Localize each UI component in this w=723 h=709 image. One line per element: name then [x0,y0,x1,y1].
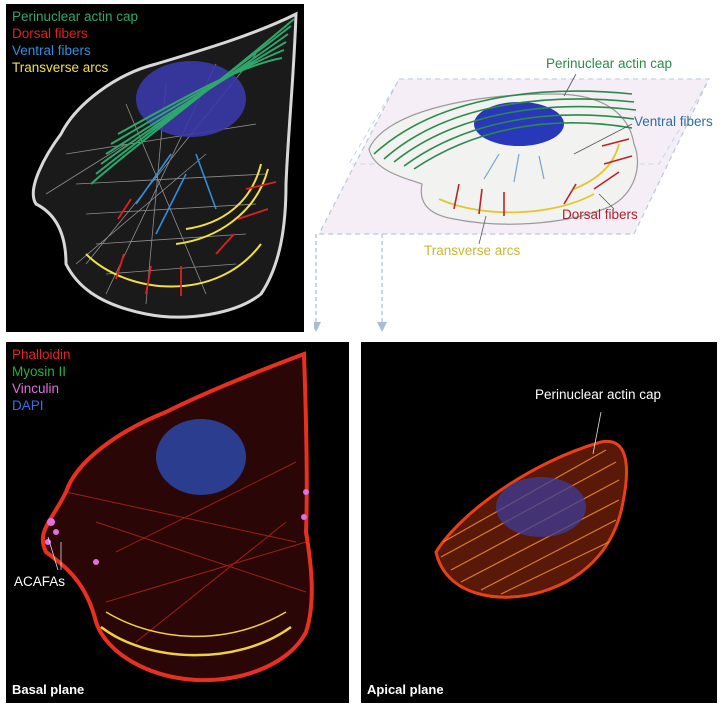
apical-plane-label: Apical plane [367,682,444,697]
acafas-label: ACAFAs [14,574,66,589]
ventral-traces [135,153,217,235]
transverse-traces [85,163,269,288]
nucleus [474,102,564,146]
legend-item: DAPI [12,398,44,413]
ventral-fibers-label: Ventral fibers [634,114,713,129]
legend-item: Phalloidin [12,347,71,362]
dorsal-traces [115,181,277,296]
actin-cap-traces [90,18,295,185]
actin-cap-label: Perinuclear actin cap [535,387,662,402]
actin-cap-label: Perinuclear actin cap [546,56,673,71]
transverse-arcs-label: Transverse arcs [424,243,521,258]
nucleus [156,419,246,495]
legend-item: Transverse arcs [12,60,109,75]
traced-fiber-micrograph: Perinuclear actin cap Dorsal fibers Vent… [6,4,304,332]
legend-item: Dorsal fibers [12,26,88,41]
schematic-drawing [314,73,710,332]
apical-cell-image [434,411,629,599]
basal-cell-image [40,351,314,683]
basal-plane-label: Basal plane [12,682,85,697]
basal-plane-micrograph: Phalloidin Myosin II Vinculin DAPI ACAFA… [6,342,349,703]
cell-edge [40,351,314,683]
cell-schematic-3d: Perinuclear actin cap Ventral fibers Dor… [314,4,717,334]
dorsal-fibers-label: Dorsal fibers [562,207,638,222]
apical-plane-outline [348,78,710,165]
apical-plane-micrograph: Perinuclear actin cap Apical plane [361,342,717,703]
stain-legend: Phalloidin Myosin II Vinculin DAPI [12,346,71,414]
legend-item: Myosin II [12,364,67,379]
legend-item: Perinuclear actin cap [12,9,139,24]
fiber-legend: Perinuclear actin cap Dorsal fibers Vent… [12,8,138,76]
nucleus [496,477,586,537]
traced-cell-drawing [31,11,298,319]
legend-item: Vinculin [12,381,60,396]
legend-item: Ventral fibers [12,43,91,58]
